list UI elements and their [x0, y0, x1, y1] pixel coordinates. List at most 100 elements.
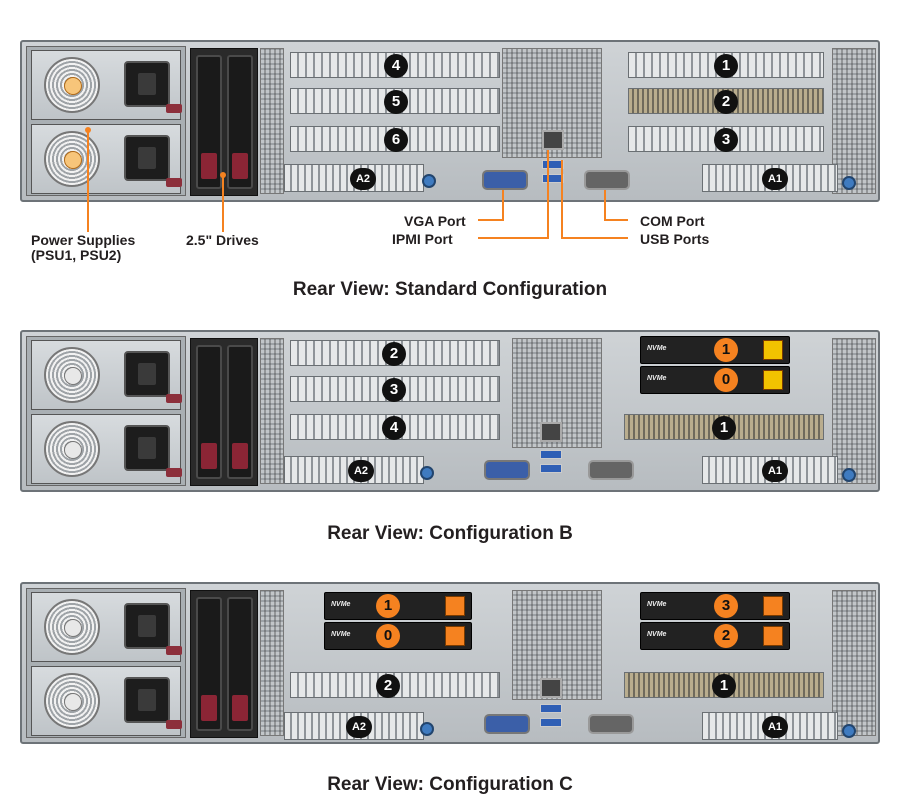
nvme-label: NVMe: [331, 601, 351, 608]
fan-icon: [44, 599, 100, 655]
slot-badge: 4: [384, 54, 408, 78]
nvme-label: NVMe: [647, 375, 667, 382]
vga-port[interactable]: [484, 714, 530, 734]
psu1: [31, 592, 182, 662]
fan-icon: [44, 131, 100, 187]
fan-icon: [44, 673, 100, 729]
ipmi-port[interactable]: [540, 678, 562, 698]
nvme-latch[interactable]: [445, 596, 465, 616]
caption-config-c: Rear View: Configuration C: [327, 774, 573, 795]
slot-badge: 1: [712, 674, 736, 698]
fan-icon: [44, 421, 100, 477]
thumbscrew-icon: [842, 724, 856, 738]
chassis-config-c: NVMe NVMe 1 0 2 NVMe NVMe 3 2 1 A2 A1: [20, 582, 880, 744]
thumbscrew-icon: [420, 722, 434, 736]
slot-badge: 3: [382, 378, 406, 402]
nvme-label: NVMe: [647, 631, 667, 638]
usb-port[interactable]: [540, 704, 562, 713]
slot-badge: 2: [382, 342, 406, 366]
com-port[interactable]: [584, 170, 630, 190]
psu2: [31, 124, 182, 194]
nvme-latch[interactable]: [763, 340, 783, 360]
callout-drives: 2.5" Drives: [186, 232, 259, 248]
nvme-badge: 0: [376, 624, 400, 648]
drive-tray: [227, 345, 253, 479]
power-socket-icon: [124, 425, 170, 471]
thumbscrew-icon: [422, 174, 436, 188]
slot-badge: 2: [376, 674, 400, 698]
nvme-latch[interactable]: [763, 626, 783, 646]
drive-tray: [196, 345, 222, 479]
slot-badge: 4: [382, 416, 406, 440]
drive-tray: [227, 597, 253, 731]
chassis-standard: 4 5 6 1 2 3 A2 A1: [20, 40, 880, 202]
callout-power-supplies-sub: (PSU1, PSU2): [31, 247, 122, 263]
usb-port[interactable]: [540, 718, 562, 727]
psu2: [31, 666, 182, 736]
com-port[interactable]: [588, 460, 634, 480]
nvme-badge: 1: [714, 338, 738, 362]
fan-icon: [44, 347, 100, 403]
psu-block: [26, 588, 186, 738]
thumbscrew-icon: [842, 468, 856, 482]
power-socket-icon: [124, 61, 170, 107]
power-socket-icon: [124, 135, 170, 181]
power-socket-icon: [124, 677, 170, 723]
ipmi-port[interactable]: [540, 422, 562, 442]
psu-release-tab: [166, 720, 182, 729]
thumbscrew-icon: [420, 466, 434, 480]
nvme-badge: 3: [714, 594, 738, 618]
vent-right: [832, 48, 876, 194]
drive-bays: [190, 48, 258, 196]
slot-badge: 5: [384, 90, 408, 114]
nvme-latch[interactable]: [445, 626, 465, 646]
vent-left: [260, 590, 284, 736]
com-port[interactable]: [588, 714, 634, 734]
psu-block: [26, 336, 186, 486]
psu-block: [26, 46, 186, 196]
slot-badge: 1: [714, 54, 738, 78]
caption-standard: Rear View: Standard Configuration: [292, 279, 608, 300]
callout-power-supplies: Power Supplies: [31, 232, 136, 248]
fan-icon: [44, 57, 100, 113]
vga-port[interactable]: [484, 460, 530, 480]
usb-port[interactable]: [540, 450, 562, 459]
nvme-badge: 0: [714, 368, 738, 392]
nvme-label: NVMe: [647, 601, 667, 608]
nvme-label: NVMe: [331, 631, 351, 638]
usb-port[interactable]: [540, 464, 562, 473]
nvme-label: NVMe: [647, 345, 667, 352]
nvme-drive: NVMe: [324, 592, 472, 620]
nvme-latch[interactable]: [763, 370, 783, 390]
bay-badge: A1: [762, 716, 788, 738]
vent-left: [260, 48, 284, 194]
thumbscrew-icon: [842, 176, 856, 190]
bay-badge: A1: [762, 168, 788, 190]
power-socket-icon: [124, 351, 170, 397]
drive-bays: [190, 338, 258, 486]
psu-release-tab: [166, 646, 182, 655]
usb-port[interactable]: [542, 174, 564, 183]
slot-badge: 6: [384, 128, 408, 152]
nvme-latch[interactable]: [763, 596, 783, 616]
psu1: [31, 50, 182, 120]
nvme-drive: NVMe: [640, 622, 790, 650]
nvme-badge: 1: [376, 594, 400, 618]
psu-release-tab: [166, 468, 182, 477]
slot-badge: 3: [714, 128, 738, 152]
ipmi-port[interactable]: [542, 130, 564, 150]
slot-badge: 1: [712, 416, 736, 440]
drive-bays: [190, 590, 258, 738]
chassis-config-b: 2 3 4 NVMe NVMe 1 0 1 A2 A1: [20, 330, 880, 492]
vga-port[interactable]: [482, 170, 528, 190]
slot-badge: 2: [714, 90, 738, 114]
bay-badge: A1: [762, 460, 788, 482]
vent-right: [832, 338, 876, 484]
psu1: [31, 340, 182, 410]
bay-badge: A2: [350, 168, 376, 190]
bay-badge: A2: [346, 716, 372, 738]
usb-port[interactable]: [542, 160, 564, 169]
psu2: [31, 414, 182, 484]
callout-vga: VGA Port: [404, 213, 466, 229]
drive-tray: [196, 55, 222, 189]
